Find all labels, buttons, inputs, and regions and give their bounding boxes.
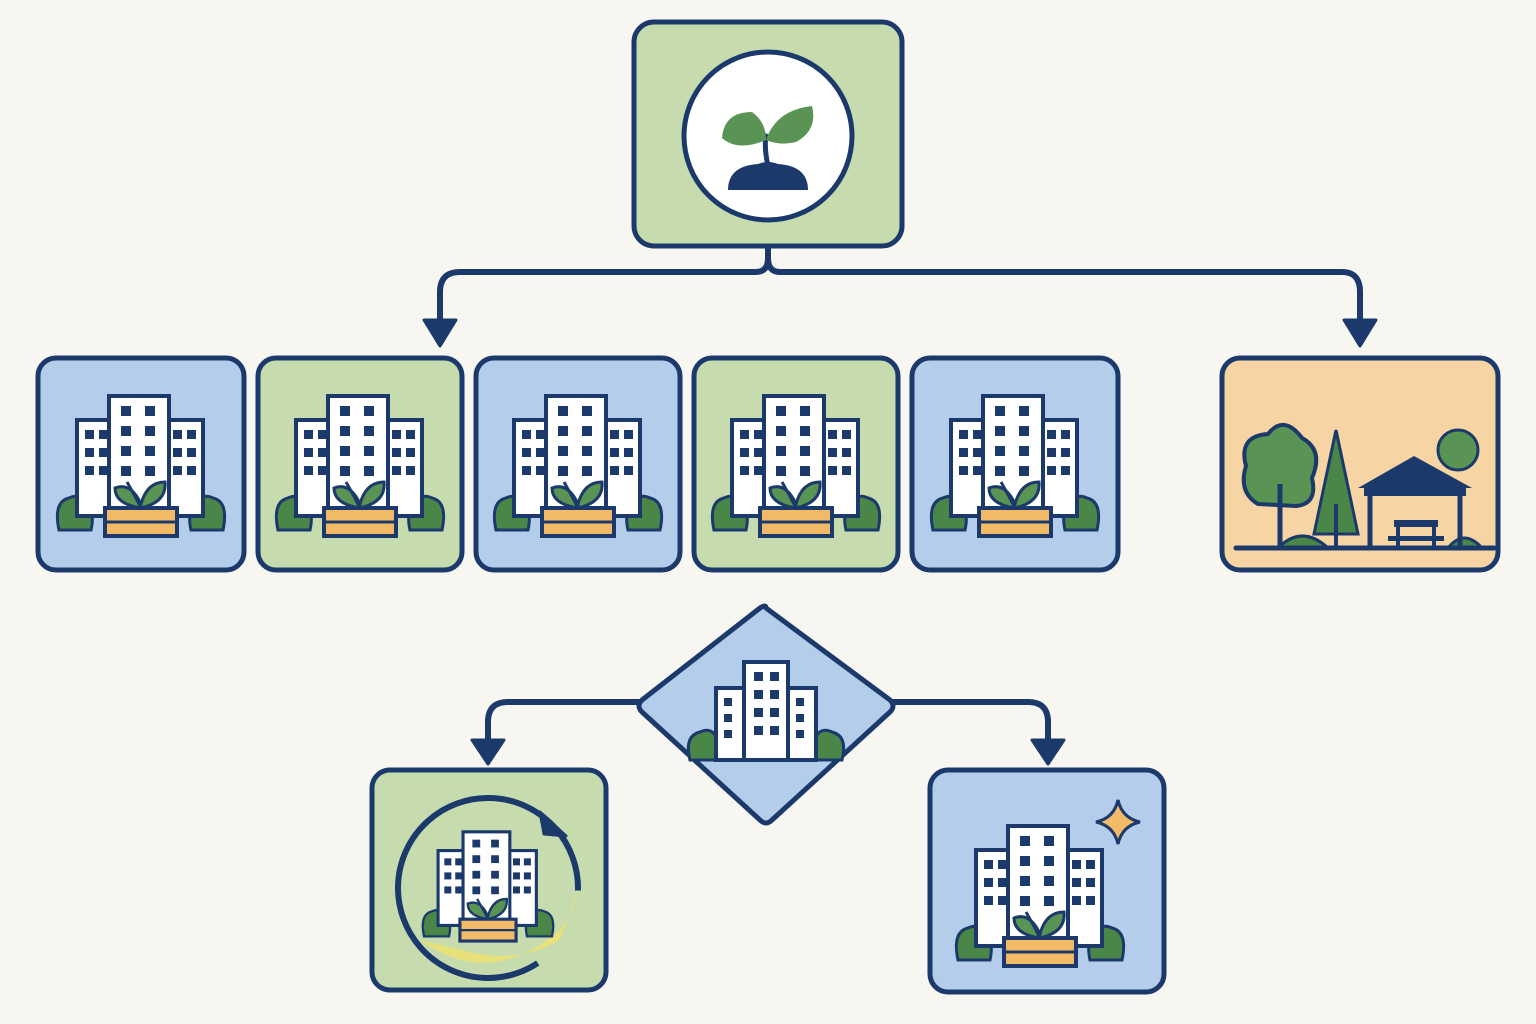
arrowhead-park	[1342, 318, 1378, 348]
edge-decision-to-cycle	[485, 699, 643, 741]
renewal-node[interactable]	[369, 767, 609, 1003]
building-garden-node-1[interactable]	[35, 355, 247, 573]
edge-root-to-park	[777, 269, 1363, 321]
root-node	[631, 19, 905, 249]
edge-decision-to-sparkle	[889, 699, 1051, 741]
edge-root-to-c2	[437, 269, 759, 321]
arrowhead-sparkle	[1030, 738, 1066, 766]
building-garden-node-3[interactable]	[473, 355, 683, 573]
arrowhead-c2	[422, 318, 458, 348]
park-node[interactable]	[1219, 355, 1501, 573]
cycle-arrowhead-icon	[538, 810, 568, 838]
decision-node[interactable]	[636, 603, 896, 826]
improved-building-node[interactable]	[927, 767, 1167, 995]
arrowheads	[422, 318, 1378, 766]
renewal-ring	[395, 795, 581, 981]
edges	[437, 243, 1363, 741]
building-garden-node-2[interactable]	[255, 355, 465, 573]
building-garden-node-4[interactable]	[691, 355, 901, 573]
building-garden-node-5[interactable]	[909, 355, 1121, 573]
arrowhead-cycle	[470, 738, 506, 766]
